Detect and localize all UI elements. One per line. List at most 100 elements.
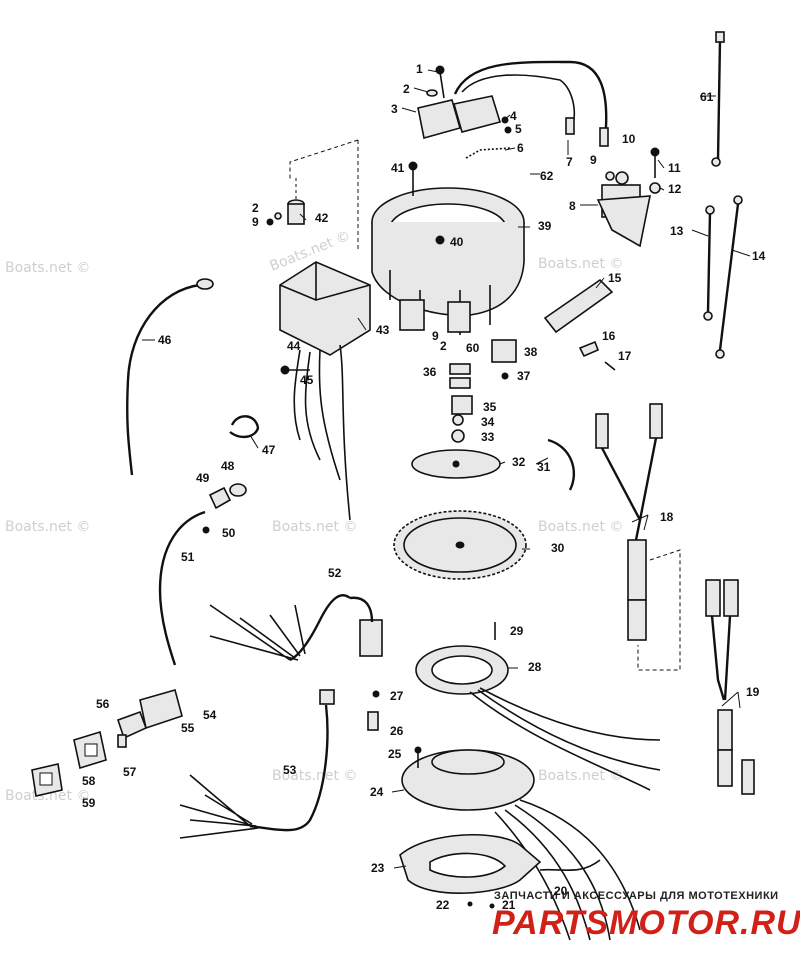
callout-18: 18 — [660, 510, 674, 524]
callout-41: 41 — [391, 161, 405, 175]
callout-43: 43 — [376, 323, 390, 337]
power-pack-43 — [279, 261, 371, 521]
callout-4: 4 — [510, 109, 517, 123]
callout-39: 39 — [538, 219, 552, 233]
small-parts-20-22 — [467, 859, 601, 909]
watermark: Boats.net © — [5, 260, 90, 276]
callout-26: 26 — [390, 724, 404, 738]
harness-53 — [179, 689, 335, 839]
callout-12: 12 — [668, 182, 682, 196]
callout-28: 28 — [528, 660, 542, 674]
callout-45: 45 — [300, 373, 314, 387]
wire-51 — [158, 510, 206, 666]
timer-base-24 — [367, 690, 641, 941]
callout-22: 22 — [436, 898, 450, 912]
battery-cables — [703, 31, 743, 359]
callout-14: 14 — [752, 249, 766, 263]
callout-1: 1 — [416, 62, 423, 76]
callout-15: 15 — [608, 271, 622, 285]
watermark: Boats.net © — [272, 768, 357, 784]
callout-10: 10 — [622, 132, 636, 146]
callout-3: 3 — [391, 102, 398, 116]
harness-52 — [209, 594, 383, 662]
callout-2: 2 — [403, 82, 410, 96]
mount-bracket-assembly — [417, 60, 609, 159]
spark-plug-leads — [595, 403, 755, 795]
callout-16: 16 — [602, 329, 616, 343]
callout-24: 24 — [370, 785, 384, 799]
callout-31: 31 — [537, 460, 551, 474]
watermark: Boats.net © — [538, 519, 623, 535]
callout-29: 29 — [510, 624, 524, 638]
callout-17: 17 — [618, 349, 632, 363]
brand-wordmark: PARTSMOTOR.RU — [492, 904, 800, 942]
callout-59: 59 — [82, 796, 96, 810]
callout-49: 49 — [196, 471, 210, 485]
callout-27: 27 — [390, 689, 404, 703]
flywheel-30 — [393, 510, 527, 580]
callout-11: 11 — [668, 161, 681, 175]
leader-lines — [142, 69, 751, 869]
ground-wire-46 — [126, 278, 214, 476]
callout-48: 48 — [221, 459, 235, 473]
callout-2: 2 — [440, 339, 447, 353]
callout-8: 8 — [569, 199, 576, 213]
callout-62: 62 — [540, 169, 554, 183]
clip-47 — [229, 415, 260, 439]
watermark: Boats.net © — [272, 519, 357, 535]
retainer-23 — [399, 833, 542, 894]
callout-50: 50 — [222, 526, 236, 540]
callout-33: 33 — [481, 430, 495, 444]
small-components-33-38 — [449, 339, 517, 443]
callout-56: 56 — [96, 697, 110, 711]
terminal-strip-15 — [543, 278, 616, 371]
callout-54: 54 — [203, 708, 217, 722]
callout-34: 34 — [481, 415, 495, 429]
callout-5: 5 — [515, 122, 522, 136]
callout-35: 35 — [483, 400, 497, 414]
callout-19: 19 — [746, 685, 760, 699]
callout-21: 21 — [502, 898, 516, 912]
callout-55: 55 — [181, 721, 195, 735]
callout-6: 6 — [517, 141, 524, 155]
callout-13: 13 — [670, 224, 684, 238]
callout-30: 30 — [551, 541, 565, 555]
callout-61: 61 — [700, 90, 714, 104]
stator-28 — [415, 622, 661, 791]
callout-42: 42 — [315, 211, 329, 225]
small-parts-48-50 — [202, 483, 247, 534]
callout-57: 57 — [123, 765, 137, 779]
brand-logo: ЗАПЧАСТИ И АКСЕССУАРЫ ДЛЯ МОТОТЕХНИКИ PA… — [492, 890, 800, 942]
watermark: Boats.net © — [538, 768, 623, 784]
callout-9: 9 — [252, 215, 259, 229]
callout-32: 32 — [512, 455, 526, 469]
callout-25: 25 — [388, 747, 402, 761]
watermark: Boats.net © — [5, 788, 90, 804]
callout-9: 9 — [432, 329, 439, 343]
callout-47: 47 — [262, 443, 276, 457]
callout-7: 7 — [566, 155, 573, 169]
callout-2: 2 — [252, 201, 259, 215]
callout-20: 20 — [554, 884, 568, 898]
callout-38: 38 — [524, 345, 538, 359]
plate-32 — [411, 449, 501, 479]
callout-9: 9 — [590, 153, 597, 167]
brand-tagline: ЗАПЧАСТИ И АКСЕССУАРЫ ДЛЯ МОТОТЕХНИКИ — [494, 890, 779, 902]
callout-46: 46 — [158, 333, 172, 347]
callout-51: 51 — [181, 550, 195, 564]
callout-37: 37 — [517, 369, 531, 383]
callout-labels: 1 2 3 4 5 6 7 8 9 10 11 12 13 14 15 16 1… — [82, 62, 766, 912]
watermark: Boats.net © — [538, 256, 623, 272]
starter-solenoid-8 — [596, 147, 661, 248]
callout-36: 36 — [423, 365, 437, 379]
key-switch-assembly — [31, 689, 183, 797]
callout-53: 53 — [283, 763, 297, 777]
coil-42 — [266, 178, 305, 226]
callout-60: 60 — [466, 341, 480, 355]
callout-40: 40 — [450, 235, 464, 249]
ignition-armature-plate — [371, 161, 525, 335]
callout-52: 52 — [328, 566, 342, 580]
callout-44: 44 — [287, 339, 301, 353]
lead-31 — [547, 438, 575, 491]
